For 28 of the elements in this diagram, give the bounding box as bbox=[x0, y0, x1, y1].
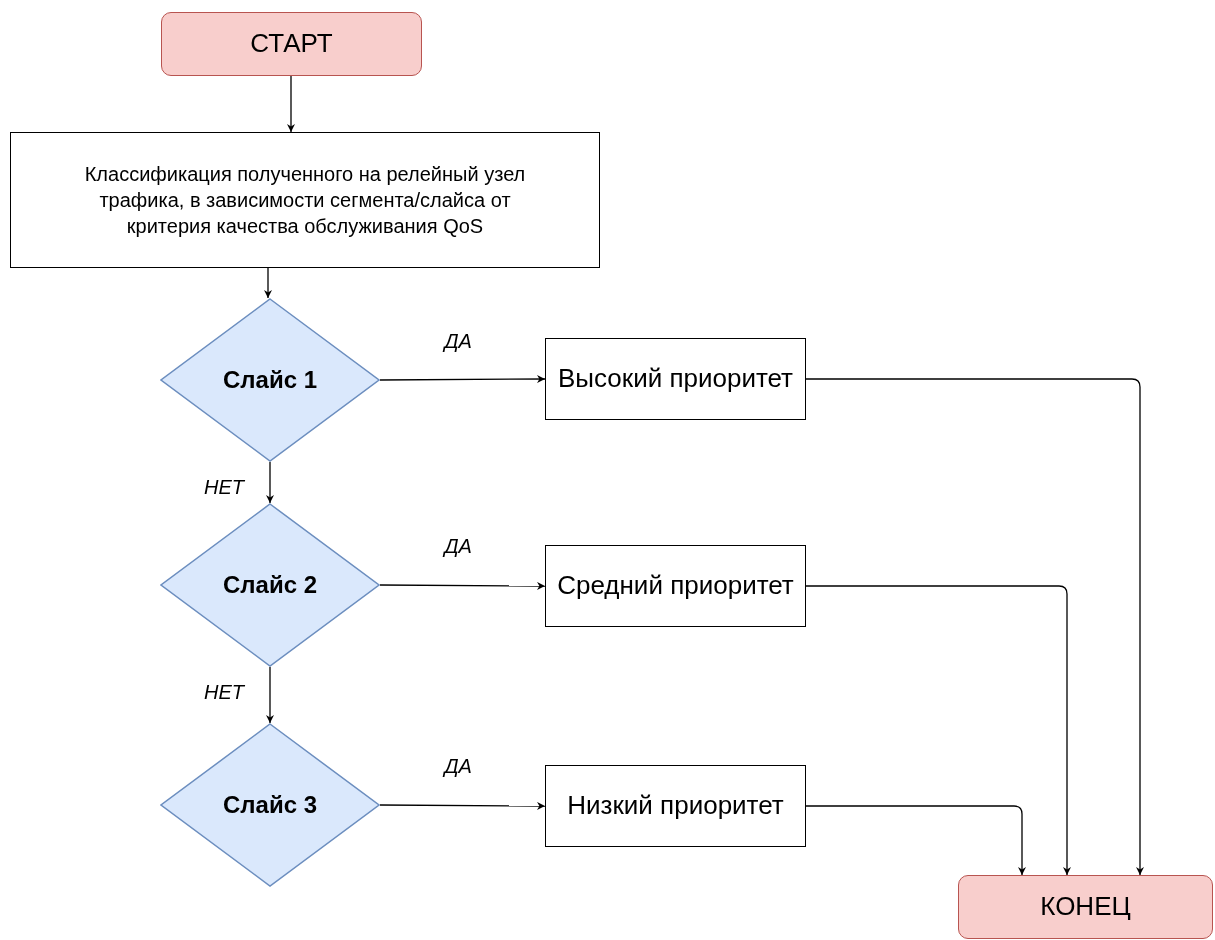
node-text: Слайс 2 bbox=[222, 570, 317, 601]
decision-diamond bbox=[160, 503, 380, 667]
decision-diamond bbox=[160, 298, 380, 462]
arrow bbox=[266, 666, 274, 724]
node-text: Классификация полученного на релейный узел трафика, в зависимости сегмента/слайса от критерия качества обслуживания QoS bbox=[83, 162, 527, 239]
arrow bbox=[266, 461, 274, 504]
process-box bbox=[545, 338, 806, 420]
arrow bbox=[379, 375, 546, 384]
node-text: СТАРТ bbox=[250, 27, 333, 61]
node-text: Слайс 1 bbox=[222, 365, 317, 396]
process-box bbox=[545, 545, 806, 627]
arrow bbox=[287, 75, 295, 133]
decision-diamond bbox=[160, 723, 380, 887]
process-box bbox=[545, 765, 806, 847]
arrow bbox=[805, 585, 1071, 876]
node-text: Средний приоритет bbox=[557, 569, 794, 603]
node-text: Низкий приоритет bbox=[567, 789, 784, 823]
node-text: Высокий приоритет bbox=[557, 362, 794, 396]
arrow bbox=[264, 267, 272, 299]
node-text: КОНЕЦ bbox=[1040, 890, 1131, 924]
arrow bbox=[379, 801, 546, 810]
arrow bbox=[379, 581, 546, 590]
node-text: Слайс 3 bbox=[222, 790, 317, 821]
end-terminal bbox=[958, 875, 1213, 939]
arrow bbox=[805, 805, 1026, 876]
arrow bbox=[805, 378, 1144, 876]
start-terminal bbox=[161, 12, 422, 76]
process-box bbox=[10, 132, 600, 268]
